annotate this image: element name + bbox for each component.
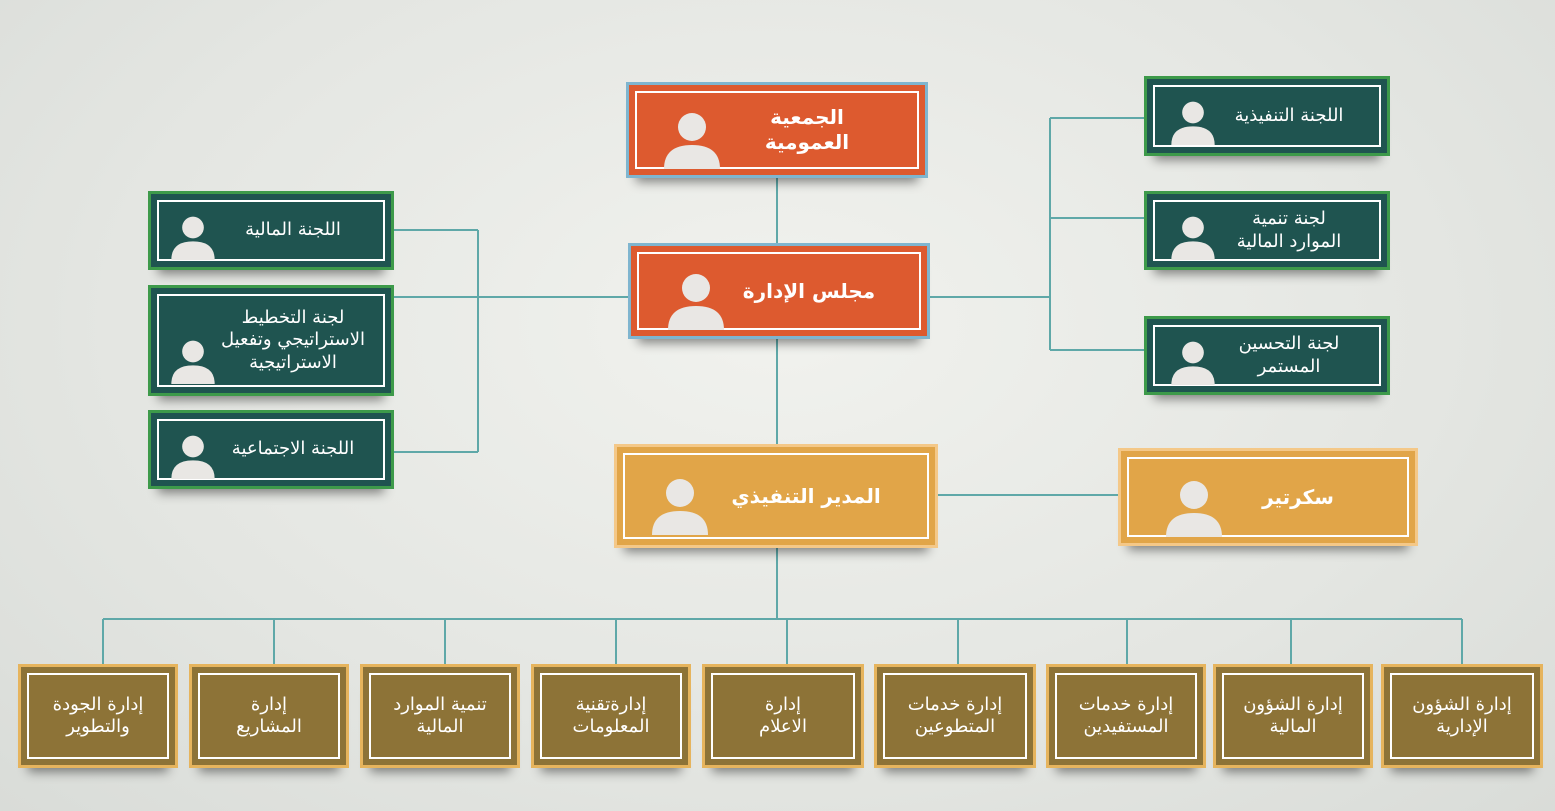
person-icon — [169, 336, 217, 384]
person-icon — [665, 268, 727, 330]
right-committee-label: لجنة تنمية الموارد المالية — [1236, 208, 1342, 252]
executive-director-label: المدير التنفيذي — [731, 483, 881, 508]
person-icon — [1169, 97, 1217, 145]
node-department-7: إدارة خدمات المستفيدين — [1046, 664, 1206, 768]
node-department-3: تنمية الموارد المالية — [360, 664, 520, 768]
node-department-2: إدارة المشاريع — [189, 664, 349, 768]
department-label: إدارةتقنية المعلومات — [572, 693, 650, 738]
general-assembly-label: الجمعية العمومية — [764, 105, 850, 154]
person-icon — [169, 212, 217, 260]
node-left-committee-3: اللجنة الاجتماعية — [148, 410, 394, 489]
node-right-committee-3: لجنة التحسين المستمر — [1144, 316, 1390, 395]
node-board: مجلس الإدارة — [628, 243, 930, 339]
person-icon — [1163, 475, 1225, 537]
node-left-committee-1: اللجنة المالية — [148, 191, 394, 270]
department-label: إدارة الاعلام — [759, 693, 807, 738]
person-icon — [169, 431, 217, 479]
node-department-1: إدارة الجودة والتطوير — [18, 664, 178, 768]
node-right-committee-1: اللجنة التنفيذية — [1144, 76, 1390, 156]
node-department-5: إدارة الاعلام — [702, 664, 864, 768]
node-department-9: إدارة الشؤون الإدارية — [1381, 664, 1543, 768]
node-left-committee-2: لجنة التخطيط الاستراتيجي وتفعيل الاسترات… — [148, 285, 394, 396]
department-label: إدارة المشاريع — [236, 693, 302, 738]
left-committee-label: اللجنة الاجتماعية — [231, 438, 355, 460]
department-label: إدارة خدمات المتطوعين — [907, 693, 1003, 738]
person-icon — [649, 473, 711, 535]
person-icon — [661, 107, 723, 169]
node-department-4: إدارةتقنية المعلومات — [531, 664, 691, 768]
department-label: إدارة خدمات المستفيدين — [1078, 693, 1174, 738]
department-label: تنمية الموارد المالية — [393, 693, 487, 738]
department-label: إدارة الجودة والتطوير — [52, 693, 144, 738]
right-committee-label: لجنة التحسين المستمر — [1238, 333, 1340, 377]
node-executive-director: المدير التنفيذي — [614, 444, 938, 548]
secretary-label: سكرتير — [1262, 484, 1334, 509]
node-department-8: إدارة الشؤون المالية — [1213, 664, 1373, 768]
node-secretary: سكرتير — [1118, 448, 1418, 546]
person-icon — [1169, 337, 1217, 385]
department-label: إدارة الشؤون الإدارية — [1412, 693, 1512, 738]
board-label: مجلس الإدارة — [742, 278, 876, 303]
right-committee-label: اللجنة التنفيذية — [1234, 104, 1344, 126]
left-committee-label: لجنة التخطيط الاستراتيجي وتفعيل الاسترات… — [220, 306, 366, 373]
person-icon — [1169, 212, 1217, 260]
department-label: إدارة الشؤون المالية — [1243, 693, 1343, 738]
left-committee-label: اللجنة المالية — [245, 219, 341, 241]
node-right-committee-2: لجنة تنمية الموارد المالية — [1144, 191, 1390, 270]
node-department-6: إدارة خدمات المتطوعين — [874, 664, 1036, 768]
node-general-assembly: الجمعية العمومية — [626, 82, 928, 178]
